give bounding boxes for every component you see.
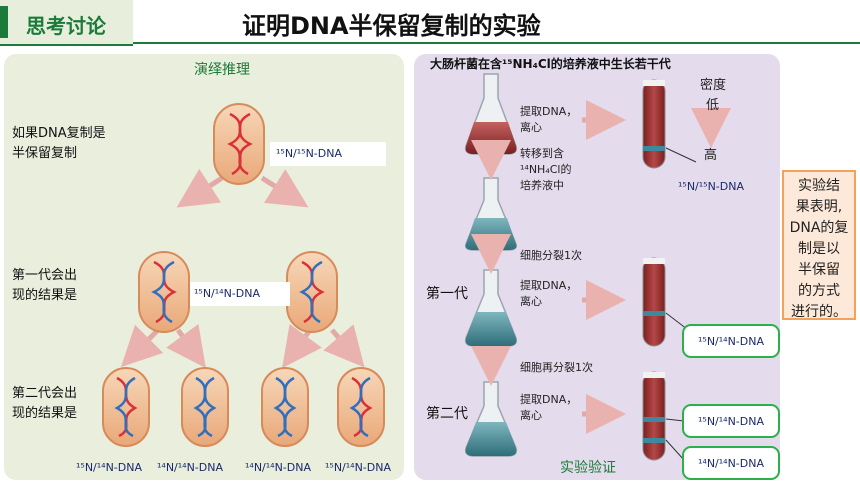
density-high: 高 <box>704 148 718 163</box>
transfer-line1: 转移到含 <box>520 147 564 160</box>
tube-parent <box>642 79 666 169</box>
section-tag: 思考讨论 <box>0 0 133 46</box>
gen2-label-1: ¹⁵N/¹⁴N-DNA <box>76 461 142 474</box>
page-title: 证明DNA半保留复制的实验 <box>242 12 541 40</box>
q1-line1: 如果DNA复制是 <box>12 126 106 141</box>
gen2-cell-3 <box>261 367 309 447</box>
gen2-cell-2 <box>181 367 229 447</box>
q3-line2: 现的结果是 <box>12 406 78 421</box>
gen2-result-label-b: ¹⁴N/¹⁴N-DNA <box>698 456 764 470</box>
gen1-cell-1 <box>138 251 190 333</box>
gen2-result-label-a: ¹⁵N/¹⁴N-DNA <box>698 414 764 428</box>
deduction-heading: 演绎推理 <box>194 62 250 78</box>
process-arrows <box>471 100 731 434</box>
flask-transfer <box>464 177 518 251</box>
density-low: 低 <box>706 98 720 113</box>
callout-line-6: 的方式 <box>798 283 840 299</box>
conclusion-callout: 实验结 果表明, DNA的复 制是以 半保留 的方式 进行的。 <box>782 170 856 320</box>
experiment-heading: 大肠杆菌在含¹⁵NH₄Cl的培养液中生长若干代 <box>430 57 671 71</box>
transfer-line3: 培养液中 <box>520 179 564 192</box>
gen2-cell-4 <box>337 367 385 447</box>
parent-dna-label: ¹⁵N/¹⁵N-DNA <box>270 142 386 166</box>
flask-parent <box>464 73 518 155</box>
gen2-label-3: ¹⁴N/¹⁴N-DNA <box>245 461 311 474</box>
gen2-label-2: ¹⁴N/¹⁴N-DNA <box>157 461 223 474</box>
callout-line-2: 果表明, <box>795 199 843 215</box>
gen1-result-box: ¹⁵N/¹⁴N-DNA <box>682 324 780 358</box>
gen2-label-4: ¹⁵N/¹⁴N-DNA <box>325 461 391 474</box>
extract2-line1: 提取DNA， <box>520 279 578 292</box>
extract3-line2: 离心 <box>520 409 542 422</box>
gen1-cell-2 <box>286 251 338 333</box>
flask-gen1 <box>464 269 518 347</box>
extract1-line1: 提取DNA， <box>520 105 578 118</box>
extract2-line2: 离心 <box>520 295 542 308</box>
callout-line-1: 实验结 <box>798 178 840 194</box>
q2-line1: 第一代会出 <box>12 268 78 283</box>
gen1-result-label: ¹⁵N/¹⁴N-DNA <box>698 334 764 348</box>
callout-line-3: DNA的复 <box>789 220 849 236</box>
gen2-result-box-b: ¹⁴N/¹⁴N-DNA <box>682 446 780 480</box>
callout-line-4: 制是以 <box>798 241 840 257</box>
q2-line2: 现的结果是 <box>12 288 78 303</box>
gen1-title: 第一代 <box>426 286 468 302</box>
extract1-line2: 离心 <box>520 121 542 134</box>
extract3-line1: 提取DNA， <box>520 393 578 406</box>
callout-line-7: 进行的。 <box>791 304 847 320</box>
divide1-text: 细胞分裂1次 <box>520 249 582 262</box>
parent-cell <box>213 103 265 185</box>
gen2-result-box-a: ¹⁵N/¹⁴N-DNA <box>682 404 780 438</box>
divide2-text: 细胞再分裂1次 <box>520 361 593 374</box>
tube-parent-label: ¹⁵N/¹⁵N-DNA <box>678 180 744 193</box>
density-label: 密度 <box>700 78 727 93</box>
transfer-line2: ¹⁴NH₄Cl的 <box>520 163 572 176</box>
q3-line1: 第二代会出 <box>12 386 78 401</box>
gen1-dna-label: ¹⁵N/¹⁴N-DNA <box>190 282 290 306</box>
tube-gen1 <box>642 257 666 347</box>
section-tag-bar <box>0 6 8 38</box>
gen2-cell-1 <box>102 367 150 447</box>
deduction-arrows <box>120 168 365 369</box>
flask-gen2 <box>464 381 518 457</box>
gen2-title: 第二代 <box>426 406 468 422</box>
header-rule <box>133 42 860 44</box>
verification-heading: 实验验证 <box>560 460 616 476</box>
callout-line-5: 半保留 <box>798 262 840 278</box>
section-tag-text: 思考讨论 <box>26 14 106 38</box>
q1-line2: 半保留复制 <box>12 146 78 161</box>
tube-gen2 <box>642 371 666 461</box>
